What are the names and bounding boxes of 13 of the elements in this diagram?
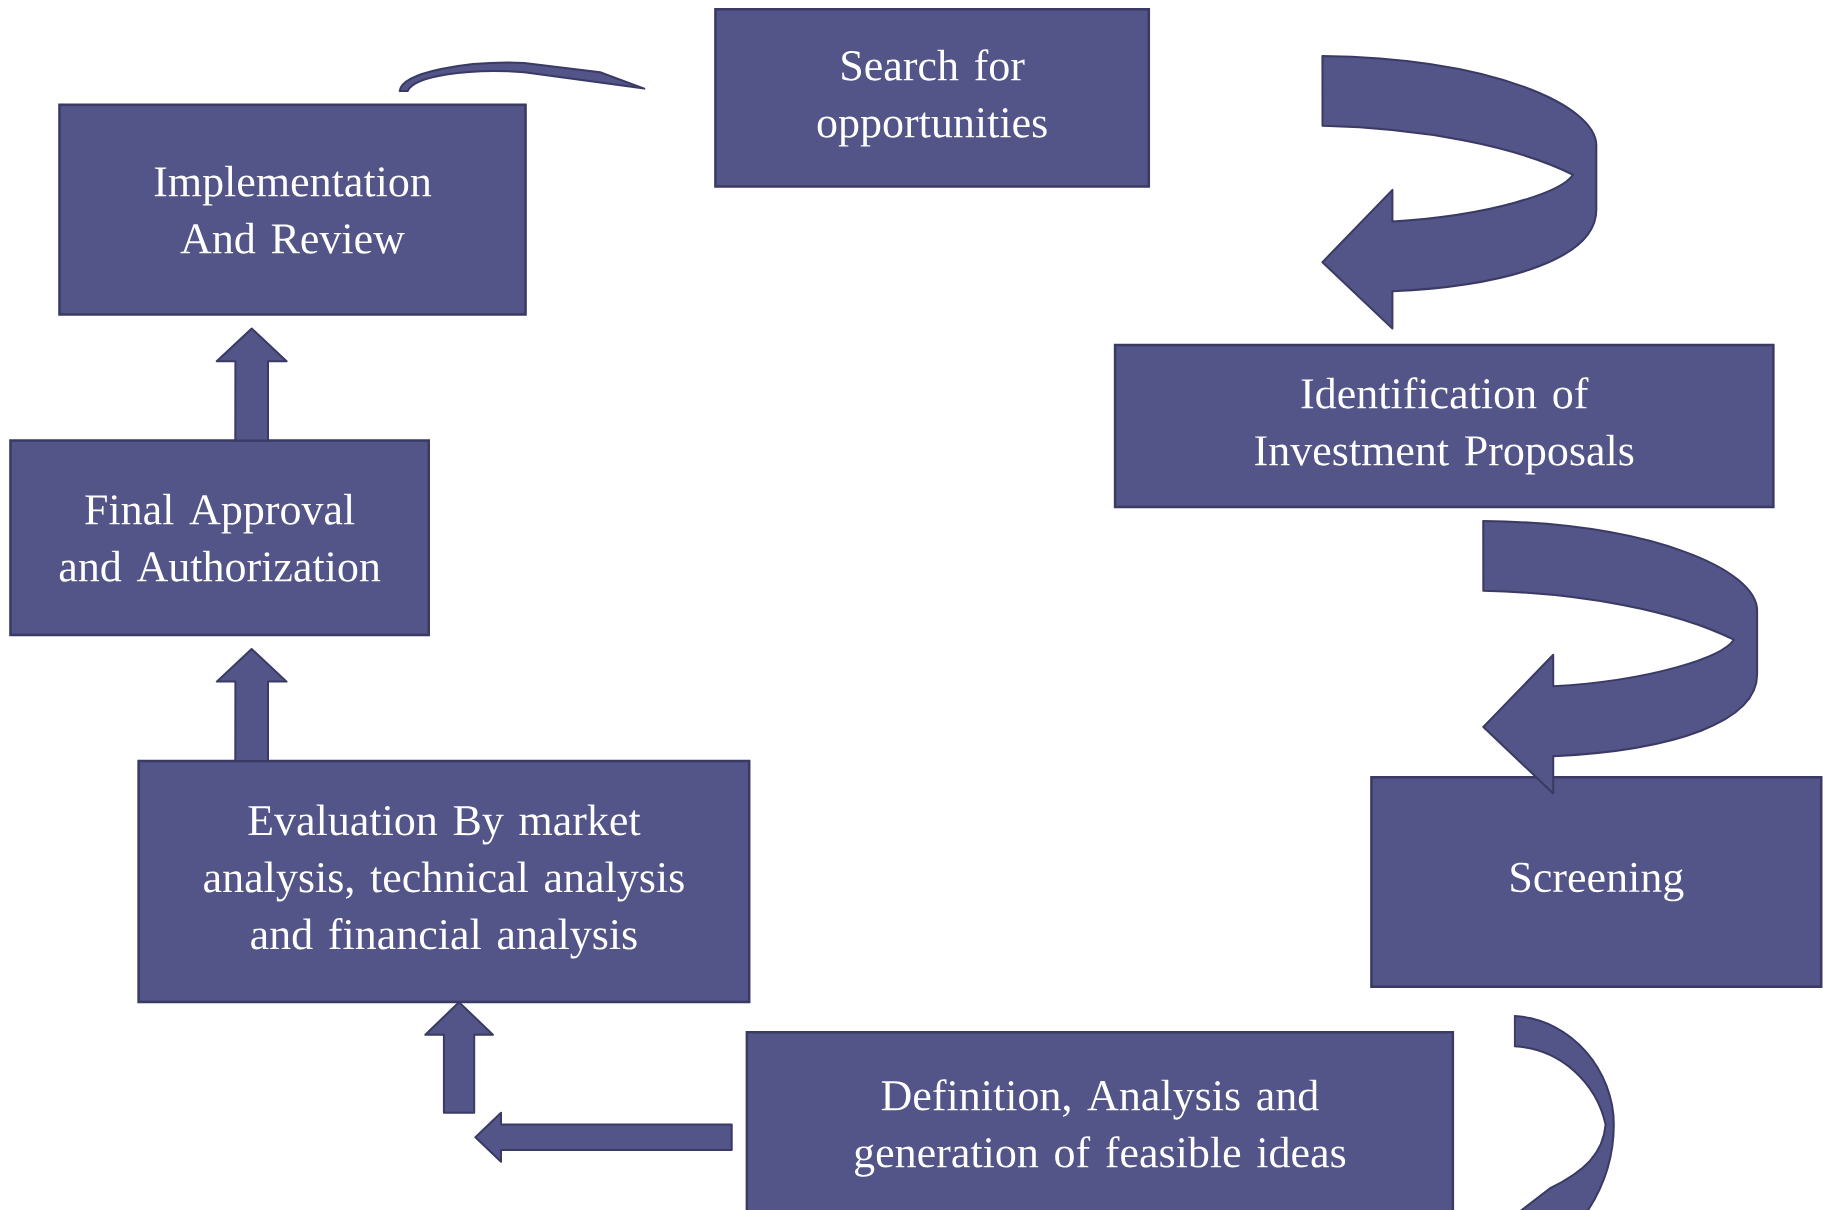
process-box: Definition, Analysis and generation of feasible ideas	[745, 1031, 1455, 1210]
block-arrow	[215, 327, 288, 442]
process-box: Final Approval and Authorization	[9, 439, 430, 637]
block-arrow	[424, 1001, 733, 1163]
process-box: Evaluation By market analysis, technical analysis and financial analysis	[137, 759, 751, 1004]
process-box: Search for opportunities	[714, 8, 1151, 188]
block-arrow	[398, 61, 646, 92]
block-arrow	[1482, 519, 1759, 795]
process-box: Screening	[1370, 775, 1823, 989]
process-box: Implementation And Review	[58, 103, 527, 316]
block-arrow	[215, 648, 288, 762]
process-box: Identification of Investment Proposals	[1113, 343, 1775, 509]
block-arrow	[1321, 55, 1598, 330]
